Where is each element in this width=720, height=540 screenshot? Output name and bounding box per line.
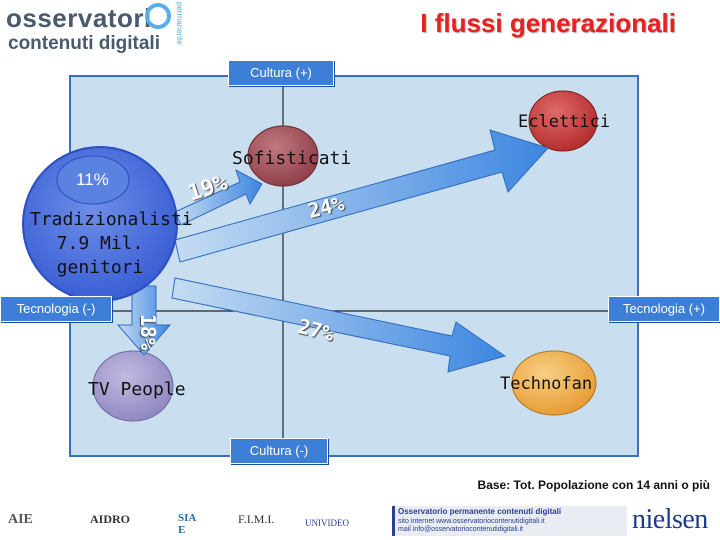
nielsen-logo: nielsen (632, 504, 708, 535)
fimi-logo: F.I.M.I. (238, 512, 275, 526)
flow-pct-tv-people: 18% (136, 313, 161, 351)
tv-people-label: TV People (88, 379, 186, 400)
axis-label-tecnologia-plus: Tecnologia (+) (608, 296, 720, 322)
arrow-to-tv-people (116, 285, 172, 356)
eclettici-label: Eclettici (518, 112, 611, 132)
flow-diagram (22, 75, 639, 457)
arrow-to-sofisticati (174, 168, 263, 226)
footer-email: mail info@osservatoriocontenutidigitali.… (398, 526, 523, 533)
siae-logo: SIAE (178, 512, 197, 536)
logo-arc-text: permanente (175, 2, 184, 45)
tradizionalisti-label: Tradizionalisti (30, 209, 193, 230)
tradizionalisti-parents: genitori (56, 257, 144, 278)
arrow-to-eclettici (174, 129, 549, 263)
axis-label-cultura-minus: Cultura (-) (230, 438, 328, 464)
technofan-circle (511, 350, 597, 416)
tradizionalisti-share: 11% (76, 170, 109, 189)
arrow-to-technofan (171, 277, 507, 373)
aidro-logo: AIDRO (90, 512, 131, 526)
logo-text-osservatori: osservatori (6, 3, 152, 33)
tradizionalisti-population: 7.9 Mil. (56, 233, 144, 254)
base-note: Base: Tot. Popolazione con 14 anni o più (477, 478, 710, 492)
logo-text-contenuti: contenuti digitali (8, 33, 160, 54)
footer-box-title: Osservatorio permanente contenuti digita… (398, 507, 562, 516)
footer-website: sito internet www.osservatoriocontenutid… (398, 518, 545, 525)
logo-ring-icon (145, 3, 171, 29)
eclettici-circle (528, 90, 598, 152)
axis-label-tecnologia-minus: Tecnologia (-) (0, 296, 112, 322)
technofan-label: Technofan (500, 374, 593, 394)
sofisticati-circle (247, 125, 319, 187)
tv-people-circle (92, 350, 174, 422)
page-title: I flussi generazionali (420, 8, 676, 38)
axis-label-cultura-plus: Cultura (+) (228, 60, 334, 86)
aie-logo: AIE (8, 512, 33, 527)
footer-contact-box (392, 506, 627, 536)
univideo-logo: UNIVIDEO (305, 518, 349, 528)
sofisticati-label: Sofisticati (232, 148, 352, 169)
share-badge (56, 155, 130, 205)
